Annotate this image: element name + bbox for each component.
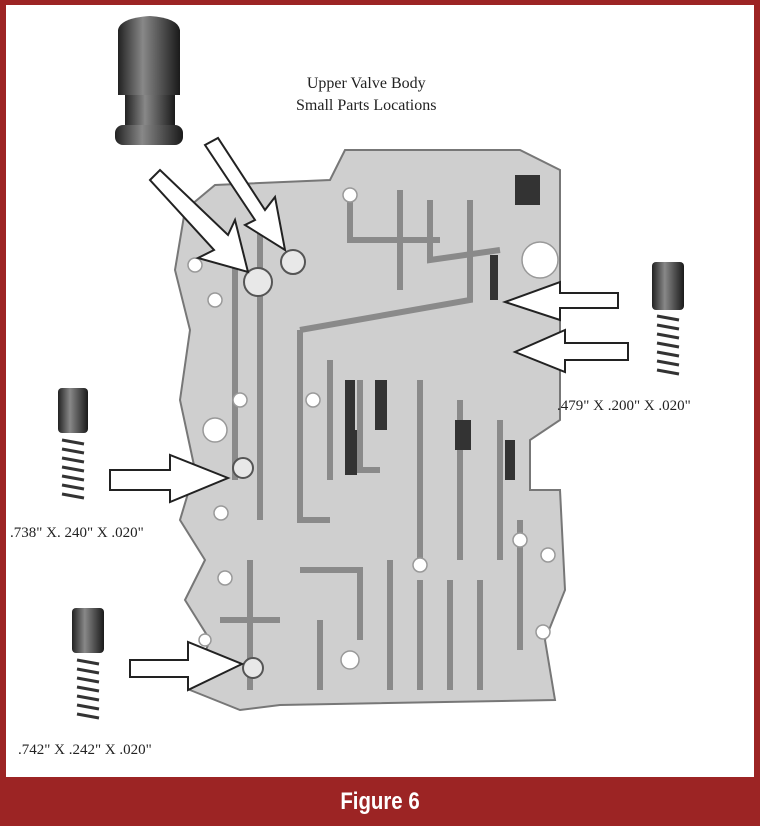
upper-valve-body — [173, 149, 567, 712]
figure-caption: Figure 6 — [340, 788, 420, 815]
diagram-title: Upper Valve Body Small Parts Locations — [296, 73, 436, 117]
arrow-icon — [109, 453, 231, 504]
valve-body-illustration — [58, 16, 684, 720]
figure-panel: Upper Valve Body Small Parts Locations .… — [6, 5, 754, 777]
arrow-icon — [512, 328, 629, 374]
plug-part — [115, 16, 183, 145]
arrow-icon — [203, 136, 287, 253]
title-line-2: Small Parts Locations — [296, 97, 437, 114]
title-line-1: Upper Valve Body — [306, 75, 426, 92]
arrows — [109, 136, 629, 692]
arrow-icon — [129, 640, 245, 692]
spring-part — [72, 608, 104, 720]
spring-part — [58, 388, 88, 500]
arrow-icon — [501, 280, 619, 322]
spring-right-label: .479" X .200" X .020" — [557, 398, 691, 414]
arrow-icon — [148, 168, 250, 274]
spring-left-bottom-label: .742" X .242" X .020" — [18, 742, 152, 758]
spring-left-middle-label: .738" X. 240" X .020" — [10, 525, 144, 541]
spring-part — [652, 262, 684, 376]
